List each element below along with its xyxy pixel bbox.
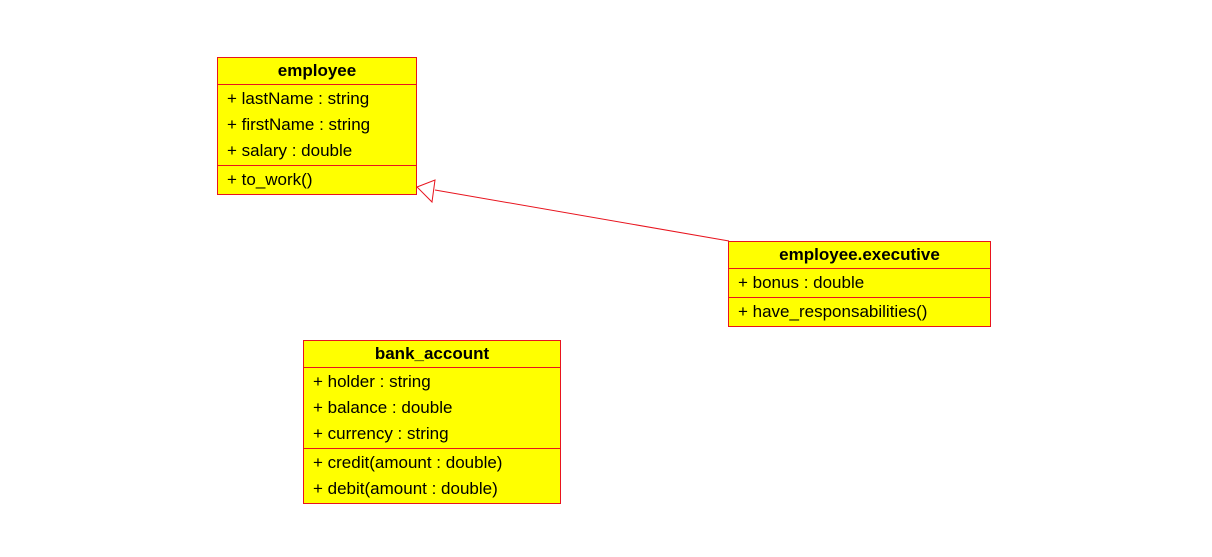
operations-compartment: + credit(amount : double) + debit(amount… bbox=[304, 448, 560, 503]
operation: + credit(amount : double) bbox=[313, 453, 503, 472]
attributes-compartment: + lastName : string + firstName : string… bbox=[218, 85, 416, 165]
attributes-compartment: + bonus : double bbox=[729, 269, 990, 297]
class-name: employee.executive bbox=[729, 242, 990, 269]
generalization-line[interactable] bbox=[434, 189, 730, 242]
attribute: + holder : string bbox=[313, 372, 431, 391]
operations-compartment: + to_work() bbox=[218, 165, 416, 194]
attribute: + currency : string bbox=[313, 424, 449, 443]
class-name: bank_account bbox=[304, 341, 560, 368]
class-name: employee bbox=[218, 58, 416, 85]
operations-compartment: + have_responsabilities() bbox=[729, 297, 990, 326]
operation: + debit(amount : double) bbox=[313, 479, 498, 498]
class-employee-executive[interactable]: employee.executive + bonus : double + ha… bbox=[728, 241, 991, 327]
attribute: + salary : double bbox=[227, 141, 353, 160]
attributes-compartment: + holder : string + balance : double + c… bbox=[304, 368, 560, 448]
attribute: + firstName : string bbox=[227, 115, 371, 134]
attribute: + lastName : string bbox=[227, 89, 370, 108]
class-bank-account[interactable]: bank_account + holder : string + balance… bbox=[303, 340, 561, 504]
attribute: + bonus : double bbox=[738, 273, 865, 292]
class-employee[interactable]: employee + lastName : string + firstName… bbox=[217, 57, 417, 195]
attribute: + balance : double bbox=[313, 398, 453, 417]
operation: + to_work() bbox=[227, 170, 313, 189]
operation: + have_responsabilities() bbox=[738, 302, 928, 321]
generalization-arrowhead bbox=[416, 179, 436, 204]
